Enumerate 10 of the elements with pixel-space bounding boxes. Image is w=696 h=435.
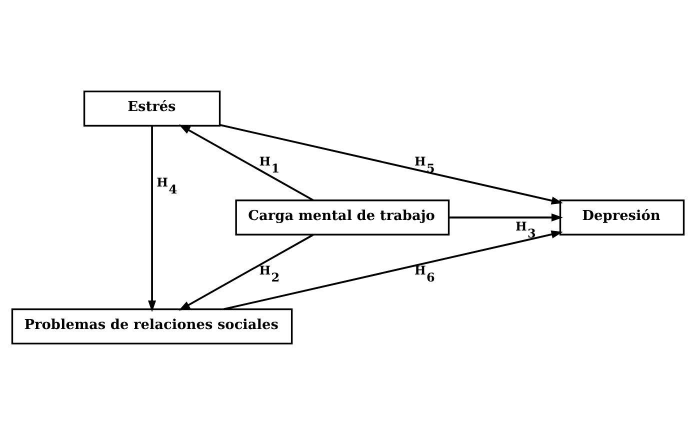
arrow	[448, 213, 563, 222]
arrow	[178, 234, 314, 311]
node-box: Problemas de relaciones sociales	[11, 308, 293, 344]
arrow	[224, 230, 563, 310]
arrow	[148, 126, 156, 312]
node-box: Carga mental de trabajo	[235, 200, 450, 236]
node-box: Estrés	[83, 90, 221, 127]
arrow	[178, 124, 314, 202]
arrow	[220, 124, 563, 205]
node-box: Depresión	[559, 200, 685, 236]
